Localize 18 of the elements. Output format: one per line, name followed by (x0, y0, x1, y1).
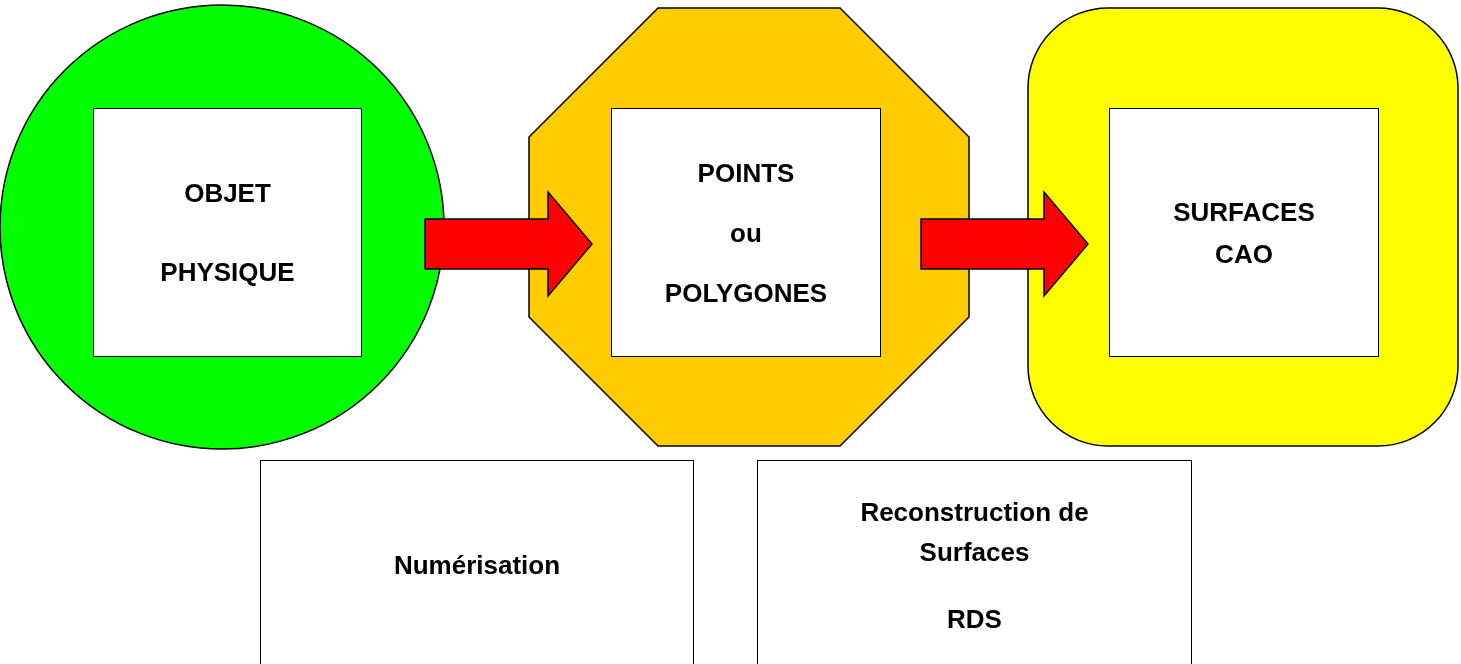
box-text: POLYGONES (664, 277, 828, 308)
box-text: Reconstruction de Surfaces (859, 495, 1090, 569)
box-text: POINTS (697, 157, 795, 188)
box-text: PHYSIQUE (160, 257, 295, 287)
rounded-panel (1027, 7, 1459, 447)
octagon-shape (528, 7, 970, 447)
label-box (1109, 108, 1379, 357)
label-box (93, 108, 362, 357)
box-text: SURFACES CAO (1172, 195, 1316, 271)
box-text: RDS (947, 602, 1002, 636)
block-arrow (424, 189, 593, 299)
box-text: Numérisation (393, 549, 561, 582)
label-box (611, 108, 881, 357)
step-box (260, 460, 694, 664)
step-box (757, 460, 1192, 664)
box-text: ou (730, 217, 762, 248)
box-text: OBJET (184, 178, 271, 208)
block-arrow (920, 189, 1089, 299)
